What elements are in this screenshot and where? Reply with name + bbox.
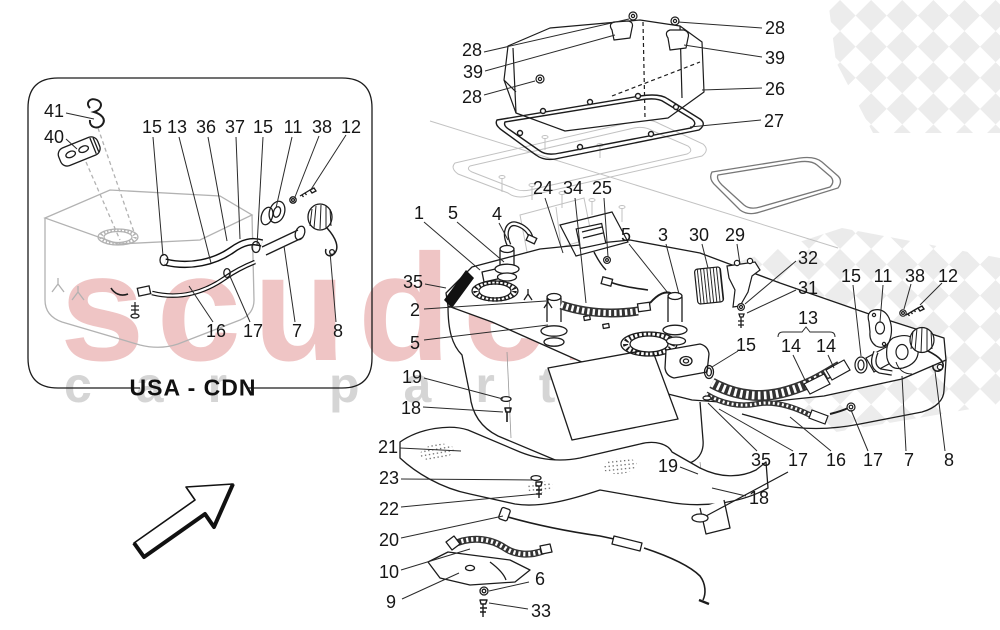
part-label-18: 18 — [400, 398, 422, 418]
part-label-16: 16 — [825, 450, 847, 470]
part-label-12: 12 — [340, 117, 362, 137]
part-label-28: 28 — [461, 40, 483, 60]
fuel-pumps-drawing — [494, 221, 688, 347]
tank-cover-drawing — [503, 11, 705, 132]
part-label-39: 39 — [462, 62, 484, 82]
canister-bracket-drawing — [693, 257, 761, 328]
part-label-8: 8 — [943, 450, 955, 470]
part-label-20: 20 — [378, 530, 400, 550]
part-label-8: 8 — [332, 321, 344, 341]
part-label-15: 15 — [141, 117, 163, 137]
part-label-25: 25 — [591, 178, 613, 198]
part-label-14: 14 — [780, 336, 802, 356]
part-label-17: 17 — [787, 450, 809, 470]
part-label-30: 30 — [688, 225, 710, 245]
part-label-14: 14 — [815, 336, 837, 356]
part-label-35: 35 — [750, 450, 772, 470]
part-label-10: 10 — [378, 562, 400, 582]
part-label-15: 15 — [735, 335, 757, 355]
part-label-29: 29 — [724, 225, 746, 245]
part-label-13: 13 — [797, 308, 819, 328]
part-label-33: 33 — [530, 601, 552, 621]
part-label-11: 11 — [283, 117, 303, 137]
part-label-17: 17 — [242, 321, 264, 341]
part-label-5: 5 — [620, 225, 632, 245]
watermark-car-parts: car parts — [64, 357, 672, 413]
part-label-32: 32 — [797, 248, 819, 268]
part-label-6: 6 — [534, 569, 546, 589]
part-label-19: 19 — [657, 456, 679, 476]
part-label-21: 21 — [377, 437, 399, 457]
part-label-31: 31 — [797, 278, 819, 298]
direction-arrow-icon — [132, 483, 235, 559]
part-label-2: 2 — [409, 300, 421, 320]
part-label-28: 28 — [461, 87, 483, 107]
part-label-26: 26 — [764, 79, 786, 99]
part-label-5: 5 — [447, 203, 459, 223]
part-label-7: 7 — [903, 450, 915, 470]
part-label-5: 5 — [409, 333, 421, 353]
part-label-12: 12 — [937, 266, 959, 286]
part-label-7: 7 — [291, 321, 303, 341]
insulation-strip-35 — [444, 270, 474, 308]
bracket-13 — [777, 326, 836, 338]
part-label-23: 23 — [378, 468, 400, 488]
part-label-19: 19 — [401, 367, 423, 387]
part-label-1: 1 — [413, 203, 425, 223]
part-label-22: 22 — [378, 499, 400, 519]
part-label-36: 36 — [195, 117, 217, 137]
filler-neck-drawing — [702, 305, 944, 425]
inset-caption: USA - CDN — [129, 374, 257, 401]
part-label-38: 38 — [904, 266, 926, 286]
part-label-28: 28 — [764, 18, 786, 38]
part-label-41: 41 — [43, 101, 65, 121]
part-label-27: 27 — [763, 111, 785, 131]
part-label-13: 13 — [166, 117, 188, 137]
part-label-39: 39 — [764, 48, 786, 68]
part-label-4: 4 — [491, 204, 503, 224]
cover-nuts — [535, 11, 680, 84]
cover-gasket-drawing — [495, 92, 704, 161]
part-label-16: 16 — [205, 321, 227, 341]
part-label-17: 17 — [862, 450, 884, 470]
part-label-34: 34 — [562, 178, 584, 198]
fuel-tank-drawing — [444, 239, 947, 503]
part-label-35: 35 — [402, 272, 424, 292]
part-label-15: 15 — [252, 117, 274, 137]
leader-lines — [65, 18, 946, 610]
vapour-valve-drawing — [559, 211, 629, 271]
lower-seal-ring-drawing — [710, 156, 842, 215]
part-label-11: 11 — [873, 266, 893, 286]
part-label-15: 15 — [840, 266, 862, 286]
part-label-3: 3 — [657, 225, 669, 245]
part-label-9: 9 — [385, 592, 397, 612]
part-label-18: 18 — [748, 488, 770, 508]
part-label-24: 24 — [532, 178, 554, 198]
part-label-40: 40 — [43, 127, 65, 147]
heat-shield-drawing — [399, 426, 789, 617]
part-label-37: 37 — [224, 117, 246, 137]
part-label-38: 38 — [311, 117, 333, 137]
